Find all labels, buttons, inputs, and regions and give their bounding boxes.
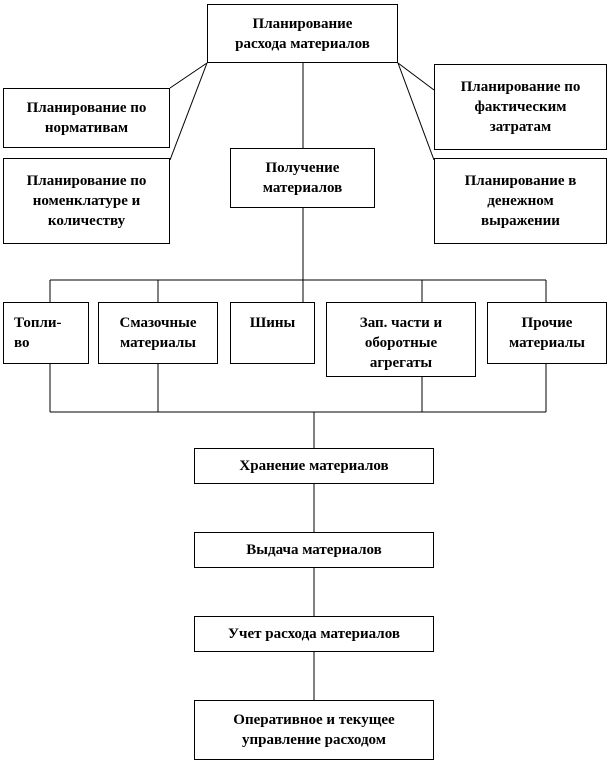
root-box: Планирование расхода материалов	[207, 4, 398, 63]
accounting-box: Учет расхода материалов	[194, 616, 434, 652]
planning-norms-box: Планирование по нормативам	[3, 88, 170, 148]
receipt-box: Получение материалов	[230, 148, 375, 208]
other-materials-box: Прочие материалы	[487, 302, 607, 364]
fuel-box: Топли- во	[3, 302, 89, 364]
connector-root-money	[397, 62, 435, 161]
planning-money-box: Планирование в денежном выражении	[434, 158, 607, 244]
spare-parts-box: Зап. части и оборотные агрегаты	[326, 302, 476, 377]
storage-box: Хранение материалов	[194, 448, 434, 484]
connector-root-actual	[397, 62, 435, 91]
planning-nomenclature-box: Планирование по номенклатуре и количеств…	[3, 158, 170, 244]
lubricants-box: Смазочные материалы	[98, 302, 218, 364]
connector-root-norms	[169, 62, 208, 89]
connector-root-nomenclature	[169, 62, 208, 161]
issuance-box: Выдача материалов	[194, 532, 434, 568]
tires-box: Шины	[230, 302, 315, 364]
management-box: Оперативное и текущее управление расходо…	[194, 700, 434, 760]
planning-actual-box: Планирование по фактическим затратам	[434, 64, 607, 150]
